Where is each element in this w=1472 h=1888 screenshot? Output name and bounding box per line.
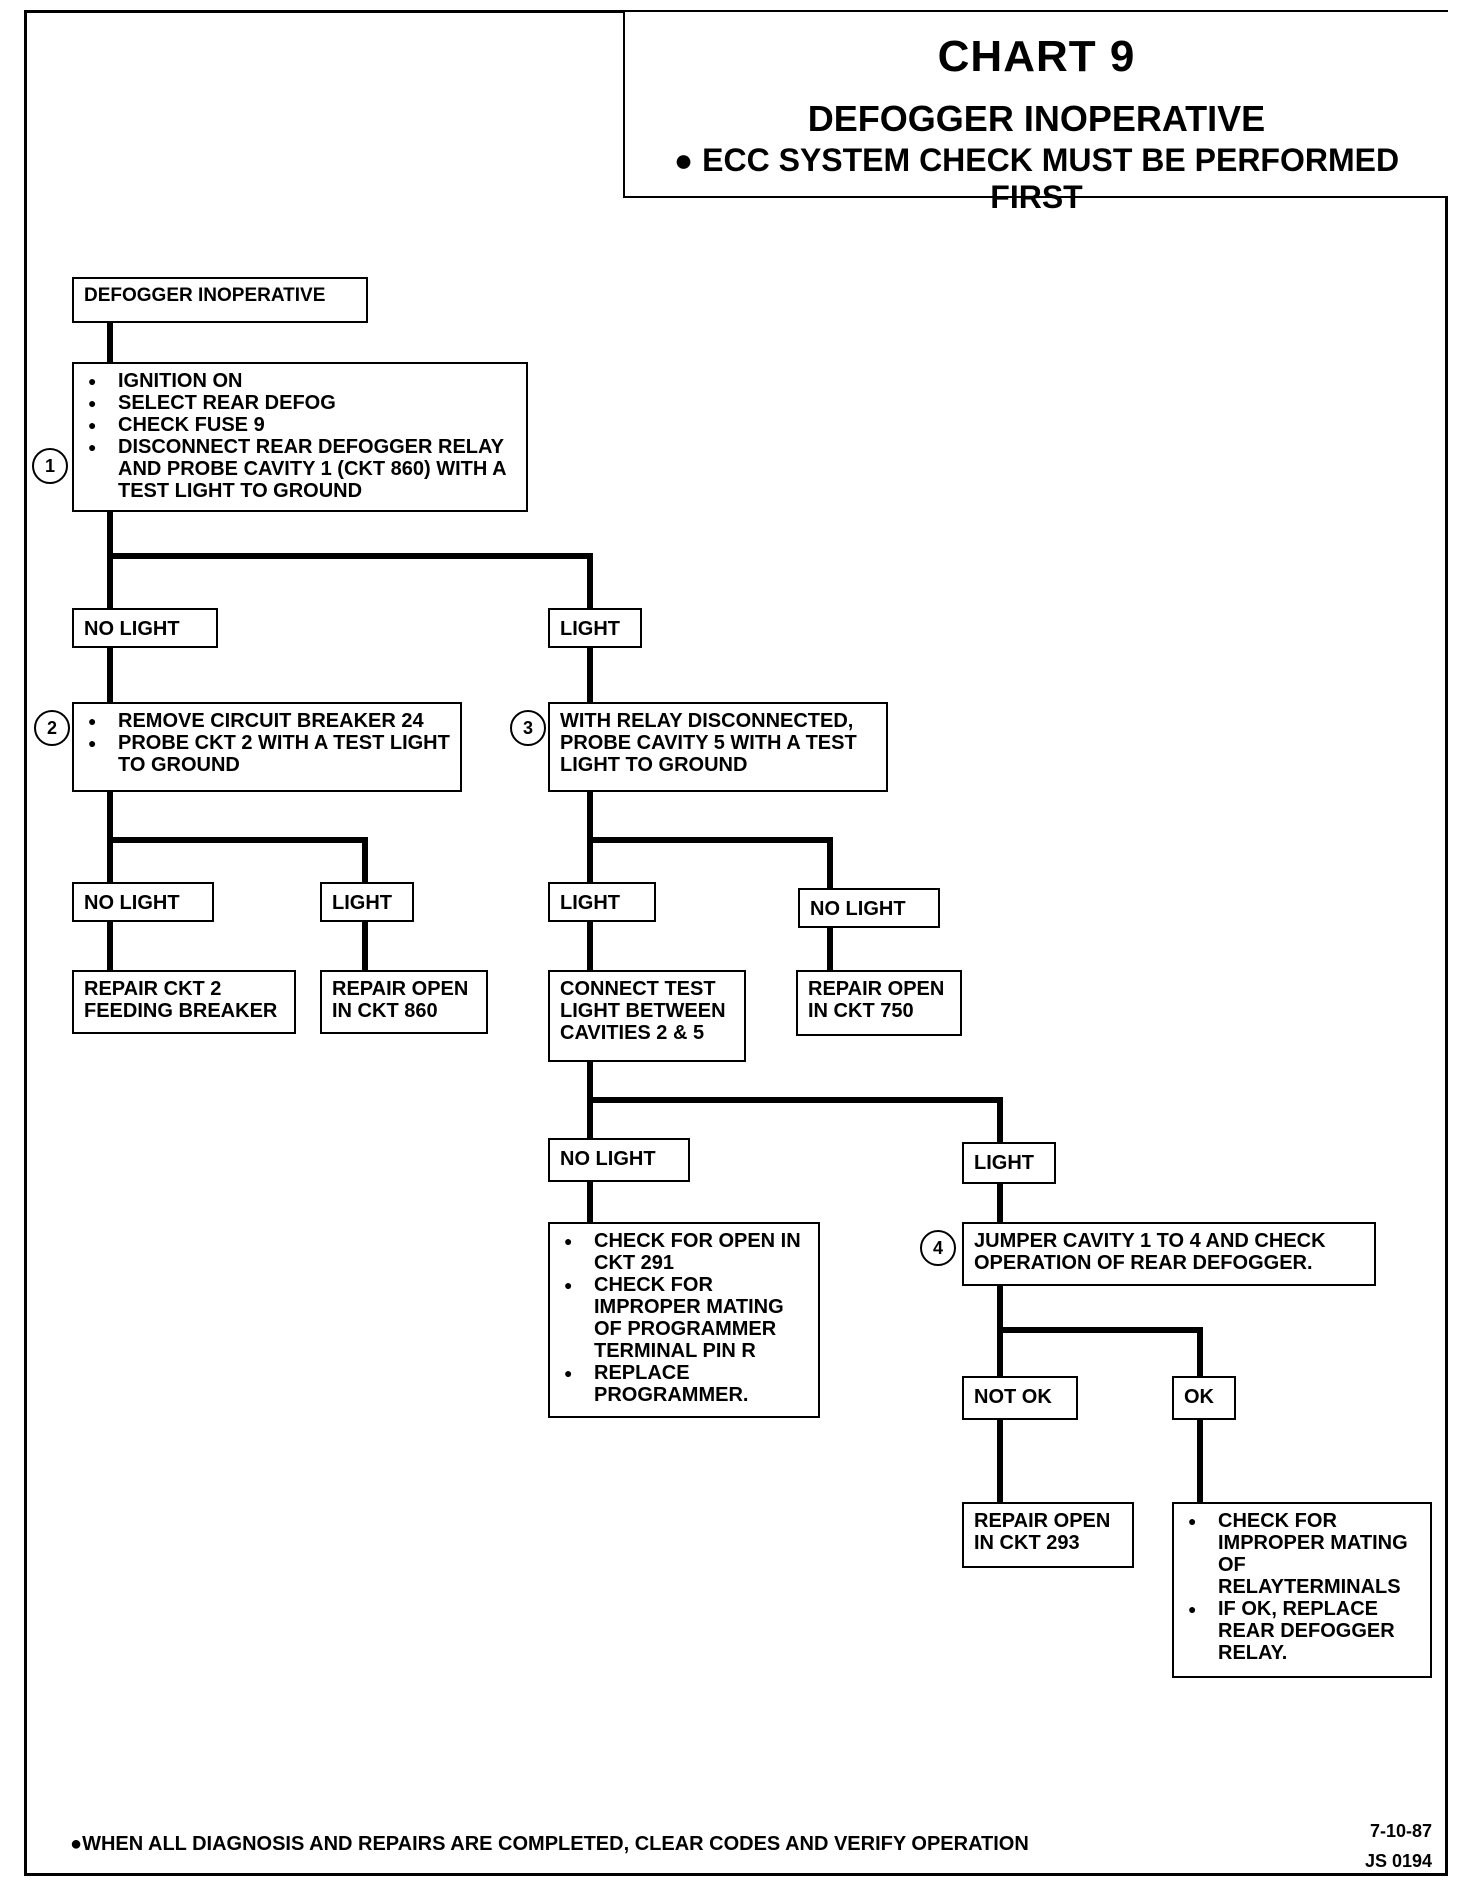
step-2-badge: 2 — [34, 710, 70, 746]
check-291-item: REPLACE PROGRAMMER. — [564, 1362, 808, 1406]
chart-title: CHART 9 — [937, 32, 1136, 81]
step-4-badge: 4 — [920, 1230, 956, 1266]
repair-860-box: REPAIR OPEN IN CKT 860 — [320, 970, 488, 1034]
chart-subtitle: DEFOGGER INOPERATIVE — [807, 98, 1266, 139]
check-relay-list: CHECK FOR IMPROPER MATING OF RELAYTERMIN… — [1184, 1510, 1420, 1664]
step1-item: IGNITION ON — [88, 370, 516, 392]
step1-item: SELECT REAR DEFOG — [88, 392, 516, 414]
check-relay-item: CHECK FOR IMPROPER MATING OF RELAYTERMIN… — [1188, 1510, 1420, 1598]
repair-293-box: REPAIR OPEN IN CKT 293 — [962, 1502, 1134, 1568]
repair-ckt2-box: REPAIR CKT 2 FEEDING BREAKER — [72, 970, 296, 1034]
label-ok: OK — [1172, 1376, 1236, 1420]
chart-page — [24, 10, 1448, 1876]
label-not-ok: NOT OK — [962, 1376, 1078, 1420]
connect-test-box: CONNECT TEST LIGHT BETWEEN CAVITIES 2 & … — [548, 970, 746, 1062]
label-no-light-3: NO LIGHT — [798, 888, 940, 928]
step1-item: DISCONNECT REAR DEFOGGER RELAY AND PROBE… — [88, 436, 516, 502]
label-light-1: LIGHT — [548, 608, 642, 648]
step2-list: REMOVE CIRCUIT BREAKER 24 PROBE CKT 2 WI… — [84, 710, 450, 776]
step1-box: IGNITION ON SELECT REAR DEFOG CHECK FUSE… — [72, 362, 528, 512]
check-291-item: CHECK FOR IMPROPER MATING OF PROGRAMMER … — [564, 1274, 808, 1362]
step3-box: WITH RELAY DISCONNECTED, PROBE CAVITY 5 … — [548, 702, 888, 792]
step-3-badge: 3 — [510, 710, 546, 746]
connector-step1-split — [107, 510, 593, 610]
label-light-4: LIGHT — [962, 1142, 1056, 1184]
footer-code: JS 0194 — [1364, 1851, 1432, 1871]
chart-note: ● ECC SYSTEM CHECK MUST BE PERFORMED FIR… — [673, 142, 1400, 215]
start-box: DEFOGGER INOPERATIVE — [72, 277, 368, 323]
check-relay-item: IF OK, REPLACE REAR DEFOGGER RELAY. — [1188, 1598, 1420, 1664]
repair-750-box: REPAIR OPEN IN CKT 750 — [796, 970, 962, 1036]
check-291-list: CHECK FOR OPEN IN CKT 291 CHECK FOR IMPR… — [560, 1230, 808, 1406]
step1-list: IGNITION ON SELECT REAR DEFOG CHECK FUSE… — [84, 370, 516, 502]
check-291-item: CHECK FOR OPEN IN CKT 291 — [564, 1230, 808, 1274]
footer-meta: 7-10-87 JS 0194 — [1365, 1816, 1432, 1876]
connector-step3-split — [587, 790, 833, 888]
connector-step2-split — [107, 790, 368, 884]
step-1-badge: 1 — [32, 448, 68, 484]
label-no-light-4: NO LIGHT — [548, 1138, 690, 1182]
step2-item: REMOVE CIRCUIT BREAKER 24 — [88, 710, 450, 732]
step2-item: PROBE CKT 2 WITH A TEST LIGHT TO GROUND — [88, 732, 450, 776]
label-light-2: LIGHT — [320, 882, 414, 922]
label-no-light-2: NO LIGHT — [72, 882, 214, 922]
label-no-light-1: NO LIGHT — [72, 608, 218, 648]
label-light-3: LIGHT — [548, 882, 656, 922]
connector-step4-split — [997, 1284, 1203, 1376]
footer-date: 7-10-87 — [1369, 1821, 1432, 1841]
chart-header: CHART 9 DEFOGGER INOPERATIVE ● ECC SYSTE… — [623, 12, 1448, 215]
footer-note: ●WHEN ALL DIAGNOSIS AND REPAIRS ARE COMP… — [70, 1833, 1029, 1855]
check-291-box: CHECK FOR OPEN IN CKT 291 CHECK FOR IMPR… — [548, 1222, 820, 1418]
step1-item: CHECK FUSE 9 — [88, 414, 516, 436]
check-relay-box: CHECK FOR IMPROPER MATING OF RELAYTERMIN… — [1172, 1502, 1432, 1678]
connector-connect-split — [587, 1060, 1003, 1142]
step2-box: REMOVE CIRCUIT BREAKER 24 PROBE CKT 2 WI… — [72, 702, 462, 792]
step4-box: JUMPER CAVITY 1 TO 4 AND CHECK OPERATION… — [962, 1222, 1376, 1286]
